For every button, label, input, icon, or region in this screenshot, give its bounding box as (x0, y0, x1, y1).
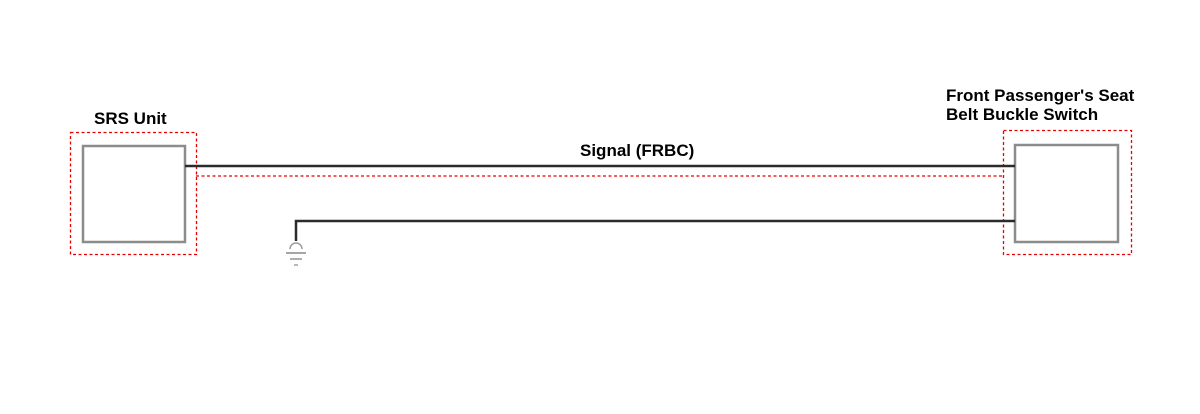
signal-wire-label: Signal (FRBC) (580, 141, 695, 160)
srs-unit-box (81, 144, 187, 244)
switch-label-line-1: Front Passenger's Seat (946, 86, 1135, 105)
switch-box (1013, 143, 1120, 244)
ground-symbol-icon (286, 242, 306, 266)
srs-unit-label: SRS Unit (94, 109, 167, 128)
srs-unit-highlight (69, 131, 198, 256)
switch-label-line-2: Belt Buckle Switch (946, 105, 1099, 124)
switch-label: Front Passenger's Seat Belt Buckle Switc… (946, 86, 1134, 124)
ground-wire (294, 219, 1015, 241)
switch-highlight (1002, 129, 1133, 256)
